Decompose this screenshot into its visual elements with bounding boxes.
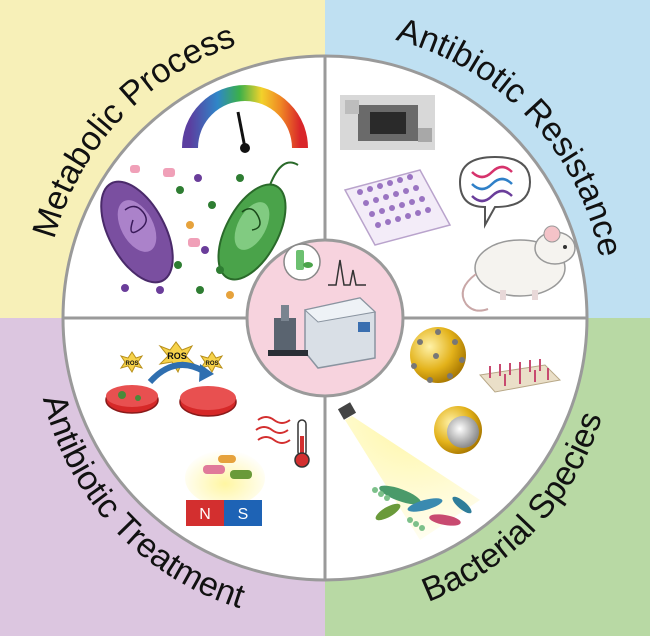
bacteria-icon bbox=[100, 161, 299, 284]
dna-bubble-icon bbox=[458, 155, 532, 229]
core-shell-particle-icon bbox=[434, 406, 482, 454]
ros-label-left: ROS bbox=[125, 361, 138, 367]
ros-label-right: ROS bbox=[205, 361, 218, 367]
well-plate-icon bbox=[343, 169, 452, 246]
heatmap-icon bbox=[340, 95, 435, 150]
gauge-icon bbox=[182, 85, 308, 153]
petri-dish-icon bbox=[105, 362, 237, 417]
magnet-north-label: N bbox=[199, 506, 211, 523]
mouse-icon bbox=[461, 225, 576, 312]
bacteria-cluster-icon bbox=[372, 485, 472, 531]
light-beam-icon bbox=[337, 402, 480, 540]
heat-waves-icon bbox=[255, 416, 291, 444]
thermometer-icon bbox=[294, 419, 310, 468]
ros-label-center: ROS bbox=[167, 351, 187, 361]
nanoparticle-icon bbox=[410, 327, 466, 383]
magnet-icon: N S bbox=[185, 450, 265, 526]
substrate-icon bbox=[479, 359, 562, 393]
metabolite-dots bbox=[121, 165, 244, 299]
ros-bursts: ROS ROS ROS bbox=[119, 341, 224, 374]
microscope-instrument-icon bbox=[268, 243, 377, 369]
magnet-south-label: S bbox=[238, 506, 249, 523]
